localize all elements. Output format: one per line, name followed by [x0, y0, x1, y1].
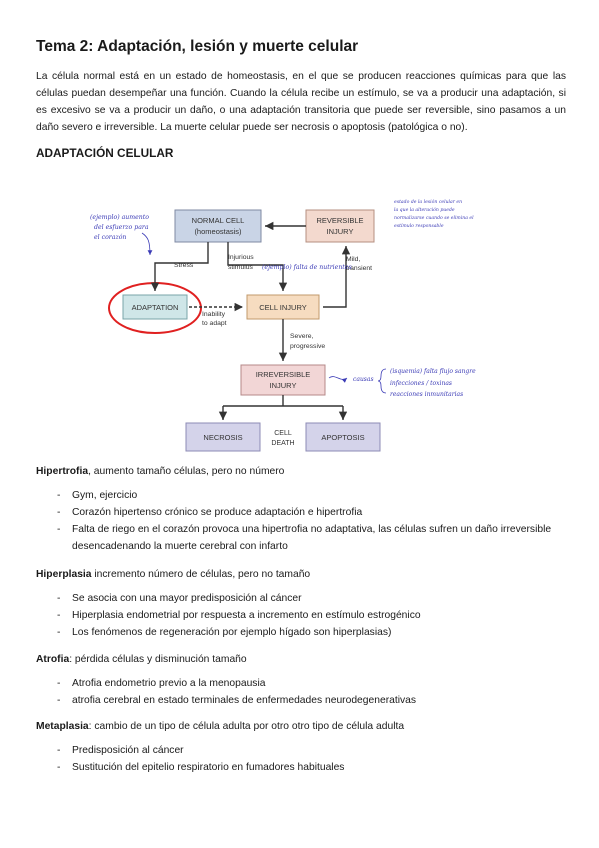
term-hiperplasia: Hiperplasia: [36, 569, 92, 580]
section-hipertrofia: Hipertrofia, aumento tamaño células, per…: [36, 465, 566, 555]
adaptation-label: ADAPTATION: [132, 303, 179, 312]
irreversible-sublabel: INJURY: [270, 381, 297, 390]
note-irrev-arrow: [328, 376, 348, 383]
reversible-label: REVERSIBLE: [316, 216, 363, 225]
list-item: -Hiperplasia endometrial por respuesta a…: [57, 610, 421, 621]
injurious-label: Injurious: [228, 254, 254, 261]
list-item: -Los fenómenos de regeneración por ejemp…: [57, 627, 392, 638]
list-item: -Se asocia con una mayor predisposición …: [57, 593, 302, 604]
adaptation-box: ADAPTATION: [108, 282, 202, 334]
page-title: Tema 2: Adaptación, lesión y muerte celu…: [36, 38, 359, 55]
irreversible-injury-box: IRREVERSIBLE INJURY: [240, 364, 326, 396]
note-brace: [377, 368, 387, 394]
note-reversible-2: la que la alteración puede: [394, 206, 455, 213]
note-left-arrow: [141, 232, 153, 256]
cell-injury-label: CELL INJURY: [259, 303, 307, 312]
def-metaplasia: : cambio de un tipo de célula adulta por…: [88, 721, 405, 732]
reversible-injury-box: REVERSIBLE INJURY: [305, 209, 375, 243]
progressive-label: progressive: [290, 343, 325, 350]
reversible-sublabel: INJURY: [327, 227, 354, 236]
irreversible-label: IRREVERSIBLE: [256, 370, 311, 379]
mild-transient-arrow: [323, 246, 351, 308]
cell-death-sublabel: DEATH: [271, 440, 294, 447]
def-atrofia: : pérdida células y disminución tamaño: [69, 654, 247, 665]
to-adapt-label: to adapt: [202, 320, 227, 327]
apoptosis-label: APOPTOSIS: [321, 433, 364, 442]
normal-cell-sublabel: (homeostasis): [194, 227, 242, 236]
note-injury: (ejemplo) falta de nutrientes: [262, 264, 352, 271]
stimulus-label: stimulus: [228, 264, 254, 271]
note-left-line3: el corazón: [94, 234, 126, 241]
necrosis-box: NECROSIS: [185, 422, 261, 452]
injurious-stimulus-arrow: [227, 242, 288, 291]
stress-arrow: [150, 242, 209, 291]
note-reversible-4: estímulo responsable: [394, 222, 444, 229]
cell-death-label: CELL: [274, 430, 292, 437]
apoptosis-box: APOPTOSIS: [305, 422, 381, 452]
term-metaplasia: Metaplasia: [36, 721, 89, 732]
note-irrev-2: infecciones / toxinas: [390, 380, 452, 387]
term-atrofia: Atrofia: [36, 654, 70, 665]
cell-injury-box: CELL INJURY: [246, 294, 320, 320]
inability-label: Inability: [202, 311, 226, 318]
list-item: -Atrofia endometrio previo a la menopaus…: [57, 678, 266, 689]
document-page: Tema 2: Adaptación, lesión y muerte celu…: [36, 30, 566, 160]
necrosis-label: NECROSIS: [203, 433, 242, 442]
note-irrev-3: reacciones inmunitarias: [390, 391, 463, 398]
list-item: -Corazón hipertenso crónico se produce a…: [57, 507, 363, 518]
def-hipertrofia: , aumento tamaño células, pero no número: [88, 466, 285, 477]
death-split-lines: [222, 395, 344, 419]
note-reversible-1: estado de la lesión celular en: [394, 198, 462, 205]
list-item: -Gym, ejercicio: [57, 490, 138, 501]
term-hipertrofia: Hipertrofia: [36, 466, 89, 477]
note-left-line2: del esfuerzo para: [94, 224, 149, 231]
cell-adaptation-diagram: NORMAL CELL (homeostasis) REVERSIBLE INJ…: [90, 198, 476, 452]
list-item: -Sustitución del epitelio respiratorio e…: [57, 762, 345, 773]
list-item: -atrofia cerebral en estado terminales d…: [57, 695, 417, 706]
note-reversible-3: normalizarse cuando se elimina el: [394, 215, 474, 221]
note-causas: causas: [353, 376, 374, 383]
severe-label: Severe,: [290, 333, 314, 340]
intro-paragraph: La célula normal está en un estado de ho…: [36, 71, 566, 133]
section-heading: ADAPTACIÓN CELULAR: [36, 146, 174, 160]
note-left-line1: (ejemplo) aumento: [90, 214, 149, 221]
stress-label: Stress: [174, 262, 194, 269]
transient-label: transient: [346, 265, 372, 272]
normal-cell-label: NORMAL CELL: [192, 216, 245, 225]
def-hiperplasia: incremento número de células, pero no ta…: [91, 569, 311, 580]
section-atrofia: Atrofia: pérdida células y disminución t…: [36, 653, 566, 709]
mild-label: Mild,: [346, 256, 360, 263]
section-hiperplasia: Hiperplasia incremento número de células…: [36, 568, 566, 641]
list-item: -Predisposición al cáncer: [57, 745, 184, 756]
normal-cell-box: NORMAL CELL (homeostasis): [174, 209, 262, 243]
note-irrev-1: (isquemia) falta flujo sangre: [390, 368, 476, 375]
list-item: -Falta de riego en el corazón provoca un…: [57, 524, 552, 552]
section-metaplasia: Metaplasia: cambio de un tipo de célula …: [36, 720, 566, 776]
